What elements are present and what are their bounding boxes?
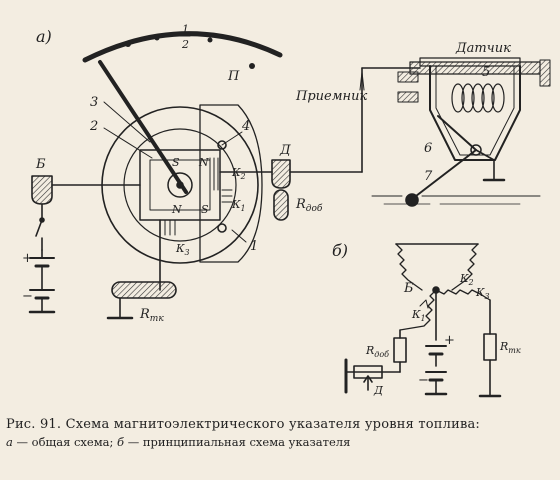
receiver-label: Приемник [295,89,367,104]
terminal-d-label: Д [279,143,291,158]
caption-legend: а — общая схема; б — принципиальная схем… [6,435,351,449]
battery-minus-b: − [418,373,429,388]
terminal-b-label: Б [35,157,46,172]
callout-1: 1 [250,239,258,254]
pole-n-bottom: N [171,203,182,216]
label-k2-b: К2 [459,272,474,287]
resistor-r-tk-a [106,219,177,320]
receiver-mechanism: S N N S К2 К1 К3 [98,60,263,264]
callout-5: 5 [482,65,490,80]
gauge-dial: 1 2 П [82,23,283,84]
battery-plus-b: + [444,333,455,348]
coil-k3-schematic [435,289,491,301]
figure-caption: Рис. 91. Схема магнитоэлектрического ука… [6,416,556,450]
battery-minus-a: − [22,289,33,304]
scale-dot-full [249,63,255,69]
label-d-b: Д [373,384,384,397]
label-k3-b: К3 [475,286,490,301]
coil-b-schematic [395,243,423,291]
fuel-gauge-schematic: 1 2 П а) [22,23,551,398]
callout-6: 6 [424,141,432,156]
label-b-coil: Б [403,281,414,296]
gauge-pointer [98,60,188,194]
battery-plus-a: + [22,251,33,266]
fuel-sensor [371,57,551,207]
label-k3: К3 [175,242,190,257]
part-a-label: а) [36,27,52,46]
shield-screw-top [217,140,227,150]
label-r-dob-a: Rдоб [295,197,323,214]
coil-k1-schematic [399,289,437,331]
pole-s-top: S [172,156,180,169]
scale-full-label: П [227,69,240,84]
label-k2: К2 [231,166,246,181]
receiver-callouts [103,101,247,243]
label-r-tk-a: Rтк [139,307,164,324]
resistor-r-tk-b [483,333,497,361]
shield-screw-bottom [217,223,227,233]
dial-scale-arc [82,31,283,63]
coil-k2 [209,157,219,191]
part-b-label: б) [332,241,348,260]
sensor-label: Датчик [455,41,511,56]
pole-s-bottom: S [201,203,209,216]
label-r-tk-b: Rтк [499,340,521,355]
coil-k1 [221,189,233,203]
pole-n-top: N [198,156,209,169]
magnetic-shield [199,104,263,263]
resistor-r-dob-b [393,337,407,363]
scale-dot-three-quarter [207,37,213,43]
terminal-b [28,175,141,314]
scale-dot-quarter [154,35,160,41]
label-k1: К1 [231,198,246,213]
callout-7: 7 [424,169,433,184]
callout-2: 2 [89,119,98,134]
callout-4: 4 [241,119,250,134]
rotor-magnet [167,172,193,198]
label-k1-b: К1 [411,308,426,323]
terminal-d [219,67,421,221]
coil-k2-schematic [451,243,479,291]
scale-half-denominator: 2 [181,38,189,51]
callout-3: 3 [90,95,98,110]
sensor-rheostat-coil [451,83,505,113]
coil-k3 [164,219,176,236]
principle-schematic [344,243,502,398]
label-r-dob-b: Rдоб [365,344,389,359]
resistor-r-dob [273,189,289,221]
caption-title: Рис. 91. Схема магнитоэлектрического ука… [6,417,480,432]
scale-half-numerator: 1 [182,23,189,36]
scale-dot-empty [125,41,131,47]
